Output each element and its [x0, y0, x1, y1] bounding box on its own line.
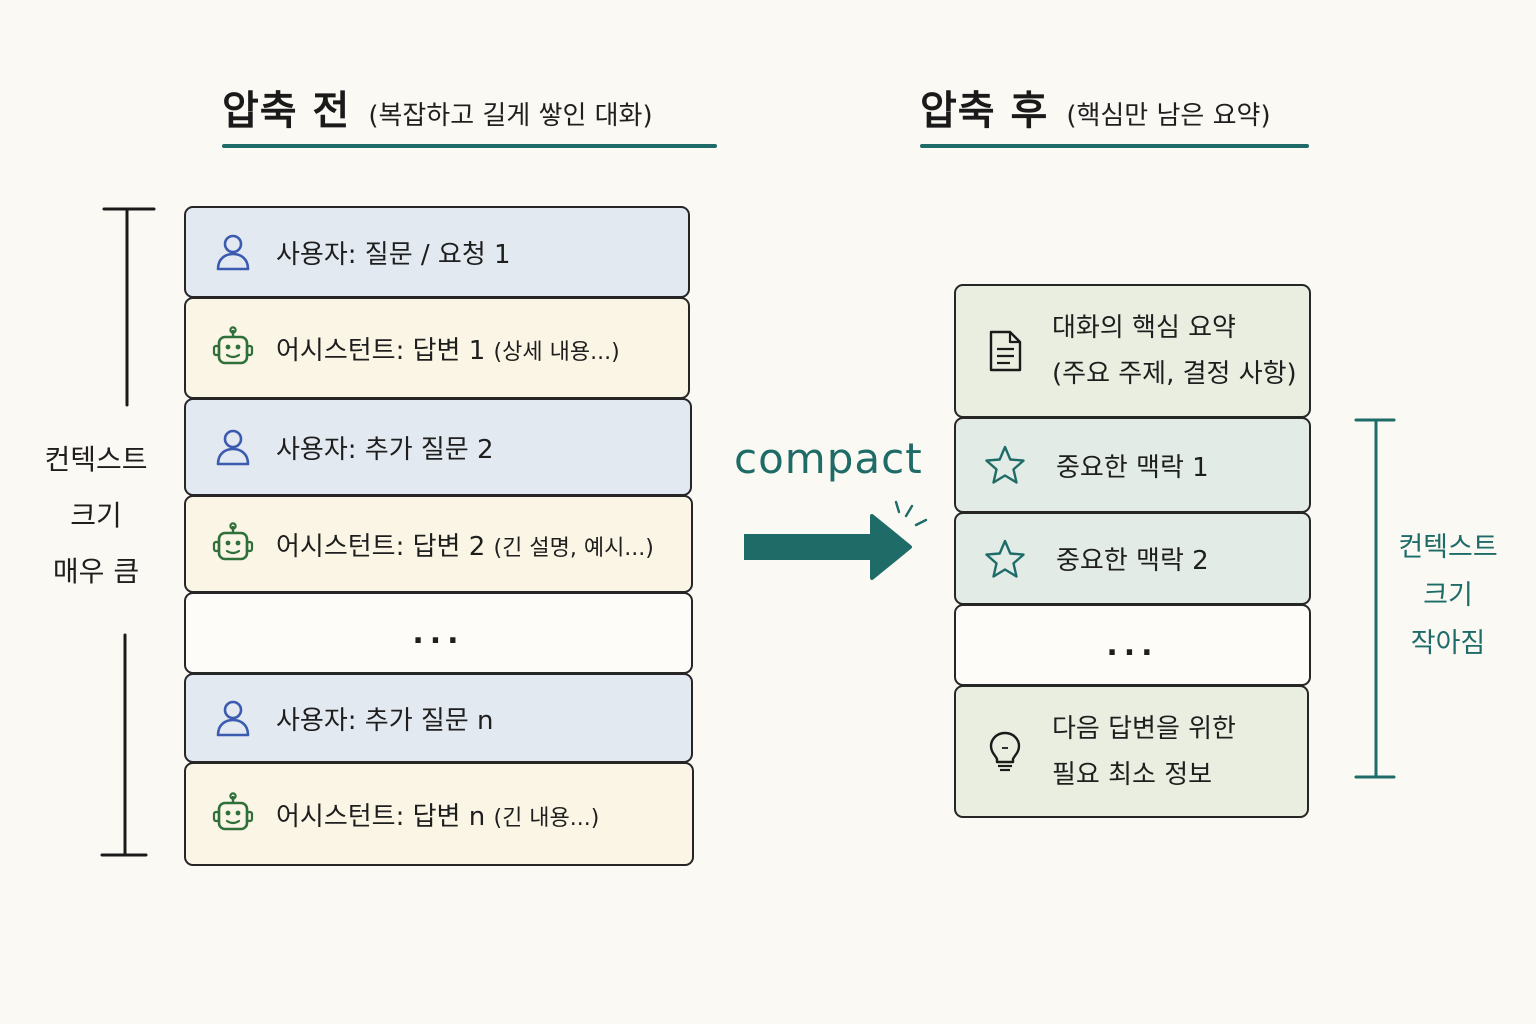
- context-card: 중요한 맥락 2: [954, 512, 1311, 605]
- before-size-label-line: 컨텍스트: [44, 443, 148, 476]
- before-size-label-line: 크기: [70, 499, 122, 532]
- message-text: 어시스턴트: 답변 2 (긴 설명, 예시...): [276, 526, 654, 563]
- message-note: (상세 내용...): [493, 339, 620, 365]
- document-icon: [989, 330, 1022, 372]
- star-icon: [985, 539, 1025, 578]
- before-heading: 압축 전 (복잡하고 길게 쌓인 대화): [222, 78, 653, 136]
- after-size-bracket: [1354, 418, 1396, 779]
- message-main: 사용자: 질문 / 요청 1: [276, 239, 511, 270]
- after-heading: 압축 후 (핵심만 남은 요약): [920, 78, 1271, 136]
- message-main: 어시스턴트: 답변 n: [276, 801, 486, 832]
- minimal-info-line: 다음 답변을 위한: [1052, 713, 1236, 744]
- minimal-info-card: 다음 답변을 위한 필요 최소 정보: [954, 685, 1309, 818]
- after-title: 압축 후: [920, 88, 1049, 134]
- message-card-user: 사용자: 추가 질문 n: [184, 673, 693, 763]
- message-text: 사용자: 추가 질문 2: [276, 429, 494, 466]
- lightbulb-icon: [989, 731, 1021, 771]
- after-size-label-line: 컨텍스트: [1398, 532, 1498, 563]
- summary-line: 대화의 핵심 요약: [1052, 313, 1236, 343]
- before-title-underline: [222, 144, 717, 148]
- minimal-info-text: 다음 답변을 위한 필요 최소 정보: [1052, 706, 1236, 798]
- ellipsis-text: ...: [1106, 627, 1159, 663]
- message-main: 사용자: 추가 질문 2: [276, 434, 494, 465]
- message-main: 어시스턴트: 답변 2: [276, 531, 486, 562]
- after-size-label-line: 크기: [1423, 580, 1473, 611]
- summary-card: 대화의 핵심 요약 (주요 주제, 결정 사항): [954, 284, 1311, 418]
- after-title-underline: [920, 144, 1309, 148]
- message-text: 어시스턴트: 답변 n (긴 내용...): [276, 796, 599, 833]
- message-note: (긴 설명, 예시...): [493, 535, 654, 561]
- sparkle-lines: [894, 500, 928, 527]
- before-size-label: 컨텍스트 크기 매우 큼: [36, 432, 156, 600]
- message-card-user: 사용자: 질문 / 요청 1: [184, 206, 690, 298]
- ellipsis-card: ...: [954, 604, 1311, 686]
- message-card-assistant: 어시스턴트: 답변 2 (긴 설명, 예시...): [184, 495, 693, 593]
- compact-arrow: [744, 500, 928, 580]
- after-size-label-line: 작아짐: [1410, 628, 1486, 659]
- message-note: (긴 내용...): [493, 805, 600, 831]
- robot-icon: [212, 522, 254, 561]
- summary-line: (주요 주제, 결정 사항): [1052, 359, 1297, 389]
- context-card: 중요한 맥락 1: [954, 417, 1311, 513]
- message-text: 사용자: 추가 질문 n: [276, 700, 493, 737]
- robot-icon: [212, 326, 254, 365]
- before-title: 압축 전: [222, 88, 351, 134]
- before-size-bracket: [100, 207, 156, 857]
- ellipsis-card: ...: [184, 592, 693, 674]
- message-card-user: 사용자: 추가 질문 2: [184, 398, 692, 496]
- minimal-info-line: 필요 최소 정보: [1052, 759, 1213, 790]
- after-subtitle: (핵심만 남은 요약): [1066, 101, 1271, 131]
- context-text: 중요한 맥락 1: [1056, 452, 1209, 483]
- star-icon: [985, 445, 1025, 484]
- before-size-label-line: 매우 큼: [52, 555, 140, 588]
- before-subtitle: (복잡하고 길게 쌓인 대화): [368, 101, 653, 131]
- compact-label: compact: [734, 434, 923, 483]
- robot-icon: [212, 792, 254, 831]
- user-icon: [216, 234, 250, 271]
- ellipsis-text: ...: [412, 615, 465, 651]
- context-text: 중요한 맥락 2: [1056, 546, 1209, 576]
- message-main: 어시스턴트: 답변 1: [276, 335, 486, 366]
- after-size-label: 컨텍스트 크기 작아짐: [1392, 524, 1504, 668]
- user-icon: [216, 700, 250, 737]
- user-icon: [216, 429, 250, 466]
- message-main: 사용자: 추가 질문 n: [276, 705, 494, 736]
- message-card-assistant: 어시스턴트: 답변 n (긴 내용...): [184, 762, 694, 866]
- summary-text: 대화의 핵심 요약 (주요 주제, 결정 사항): [1052, 305, 1297, 397]
- message-text: 어시스턴트: 답변 1 (상세 내용...): [276, 330, 620, 367]
- message-text: 사용자: 질문 / 요청 1: [276, 234, 511, 271]
- message-card-assistant: 어시스턴트: 답변 1 (상세 내용...): [184, 297, 690, 399]
